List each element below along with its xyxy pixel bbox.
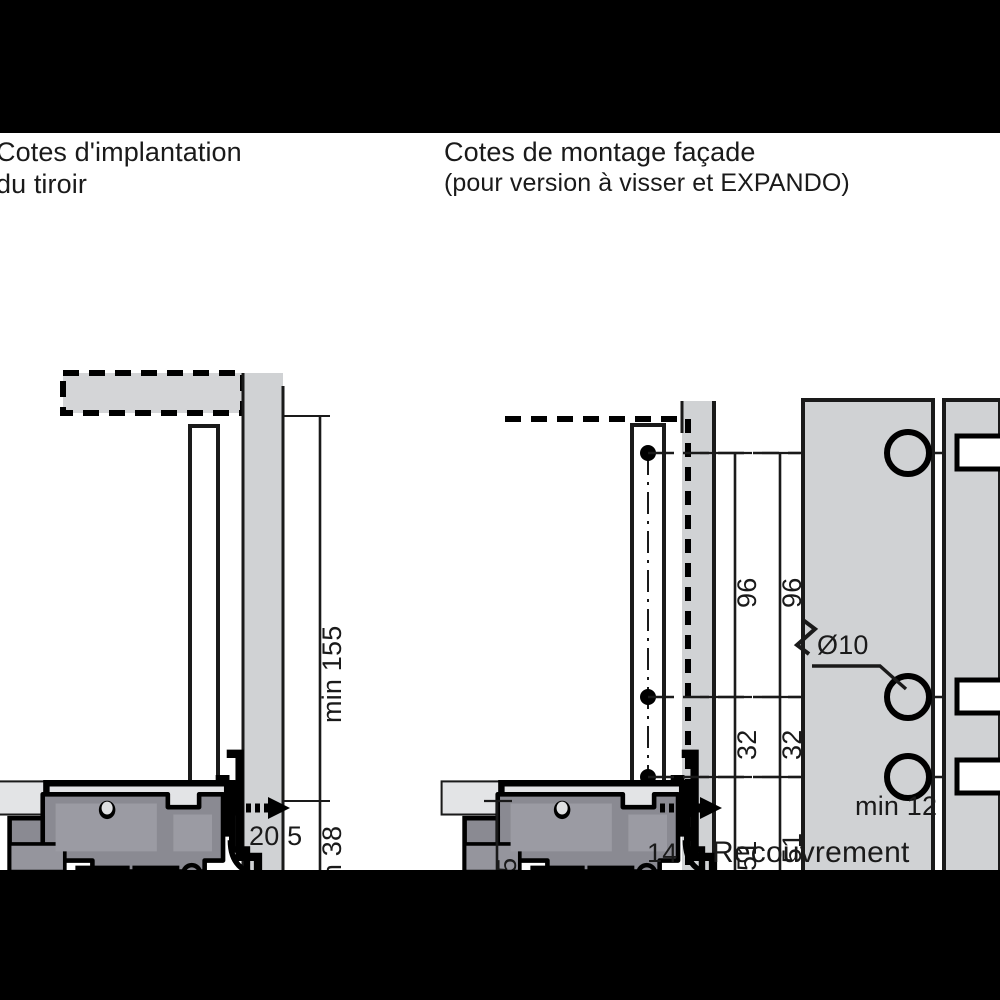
cabinet-top-hidden [60,370,246,416]
notch-top [954,433,1000,472]
facade-panel [801,398,935,870]
leader-diameter-10 [812,664,908,691]
break-symbol [793,618,819,656]
letterbox-bar-top [0,0,1000,133]
hole-bottom [884,753,932,801]
heading-right-line1: Cotes de montage façade [444,137,756,167]
letterbox-bar-bottom [0,870,1000,1000]
dimension-label-32-outer: 32 [777,729,807,760]
dimension-label-recouvrement: Recouvrement [712,836,910,869]
heading-left: Cotes d'implantation du tiroir [0,137,242,201]
dimension-label-min-155: min 155 [317,625,347,723]
drawing-canvas [0,370,1000,870]
hole-middle [884,673,932,721]
cabinet-side-panel [243,373,283,870]
left-diagram [0,370,330,870]
heading-left-line1: Cotes d'implantation [0,137,242,167]
technical-drawing-sheet: Cotes d'implantation du tiroir Cotes de … [0,133,1000,870]
dimension-label-96-inner: 96 [732,577,762,608]
dimension-label-20-5: 20,5 [249,821,303,851]
right-diagram [442,398,1000,870]
dimension-label-96-outer: 96 [777,577,807,608]
dimension-label-24-5: 24,5 [492,858,523,870]
heading-left-line2: du tiroir [0,168,87,199]
callout-label-diameter-10: Ø10 [817,630,869,660]
dimension-label-min-12: min 12 [855,791,938,821]
notch-middle [954,677,1000,716]
hole-top [884,429,932,477]
dimension-label-14: 14 [647,838,678,868]
notch-bottom [954,757,1000,796]
dimension-label-32-inner: 32 [732,729,762,760]
heading-right: Cotes de montage façade (pour version à … [444,137,850,198]
dimension-label-min-38: min 38 [317,825,347,870]
drawer-front-left [188,424,220,803]
heading-right-line2: (pour version à visser et EXPANDO) [444,168,850,197]
